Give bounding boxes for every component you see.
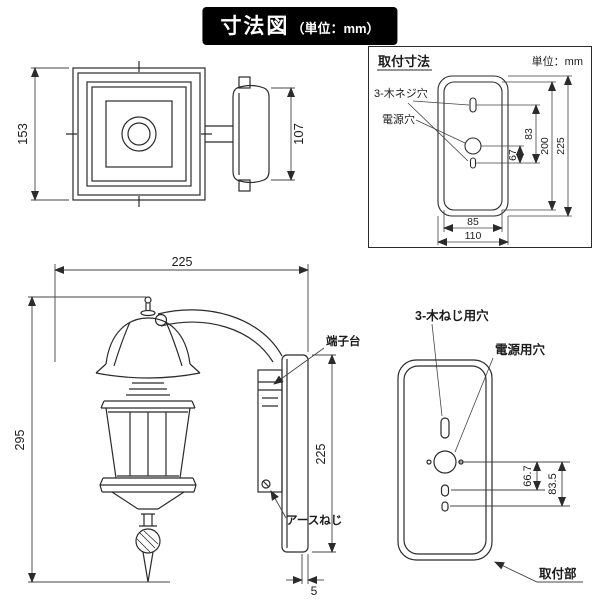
dim-plate-height: 225 — [314, 444, 328, 465]
bottom-cone — [111, 491, 185, 510]
top-view-dimension-lines — [31, 67, 295, 201]
plate-outer-square — [72, 67, 206, 201]
earth-leader-arrow — [270, 490, 287, 519]
dim-inner-height: 200 — [539, 137, 551, 155]
terminal-block-label: 端子台 — [326, 334, 361, 348]
side-view-drawing: 225 295 225 5 端子台 アースねじ — [13, 255, 361, 598]
back-plate — [397, 359, 493, 561]
finial-ball — [135, 528, 161, 554]
side-view-dimension-lines — [28, 264, 336, 584]
earth-screw — [261, 479, 271, 489]
mounting-dims-panel: 取付寸法 単位：mm 3-木ネジ穴 電源穴 — [368, 46, 592, 248]
wall-plate-profile — [232, 84, 270, 184]
dim-power-to-hole2: 83.5 — [547, 473, 559, 494]
top-view-drawing: 153 107 — [15, 61, 305, 207]
title-banner: 寸法図 （単位：mm） — [202, 7, 398, 45]
mount-part-label: 取付部 — [539, 566, 577, 581]
dim-height: 295 — [13, 430, 27, 451]
center-boss-outer — [121, 116, 157, 152]
dim-plate-height: 153 — [15, 123, 30, 145]
mount-part-leader — [494, 561, 583, 583]
roof-dome — [105, 317, 191, 365]
power-hole-label: 電源穴 — [382, 112, 415, 126]
back-screw-hole-1 — [440, 484, 450, 497]
dim-outer-height: 225 — [555, 137, 567, 155]
bottom-screw-slot — [469, 157, 477, 169]
finial-tip — [142, 551, 154, 583]
back-plate-outer — [397, 359, 493, 561]
lantern-side-view — [95, 296, 201, 583]
body-sides — [105, 407, 191, 479]
back-top-screw-slot — [440, 417, 450, 439]
arm-lower-curve — [160, 321, 274, 363]
top-boss — [238, 76, 251, 89]
back-view-drawing: 3-木ねじ用穴 電源用穴 66.7 83.5 取付部 — [397, 308, 583, 583]
shoulder-band — [100, 400, 196, 409]
screw-hole-label: 3-木ネジ穴 — [374, 86, 428, 100]
back-view-leader-lines — [431, 323, 494, 453]
dim-inner-width: 85 — [467, 216, 479, 228]
dim-plate-depth: 5 — [311, 584, 318, 598]
arm-scroll — [154, 313, 168, 327]
panel-dimension-lines — [437, 75, 572, 246]
arm-upper-curve — [157, 309, 283, 357]
top-knob — [144, 296, 152, 304]
bottom-boss — [238, 179, 251, 192]
back-plate-inner — [403, 365, 487, 555]
bottom-rim — [99, 477, 197, 493]
panel-title: 取付寸法 — [378, 54, 430, 69]
arm-plan — [205, 125, 233, 143]
finial-ball-hatch — [136, 530, 159, 553]
glass-panel-edges — [129, 412, 167, 476]
page-title-unit: （単位：mm） — [291, 21, 380, 36]
back-screw-hole-label: 3-木ねじ用穴 — [415, 308, 489, 323]
dim-hole-span: 83 — [523, 128, 535, 140]
dim-bracket-height: 107 — [291, 123, 305, 145]
dim-width: 225 — [172, 255, 193, 269]
dim-power-to-hole1: 66.7 — [522, 465, 534, 486]
center-boss-inner — [127, 122, 151, 146]
roof-ribs — [113, 321, 183, 367]
arm-and-wall-mount — [154, 309, 309, 553]
earth-screw-label: アースねじ — [286, 514, 342, 527]
ceiling-plate-plan — [66, 61, 270, 207]
roof-skirt — [95, 372, 201, 379]
panel-unit: 単位：mm — [532, 54, 583, 68]
back-view-dimension-lines — [450, 461, 583, 583]
page-title: 寸法図 — [220, 15, 290, 38]
centerline-ticks — [66, 61, 212, 207]
terminal-housing — [257, 369, 283, 493]
dim-hole-gap: 67 — [507, 149, 519, 161]
neck-rings — [126, 382, 170, 396]
back-power-hole — [433, 450, 457, 474]
back-screw-hole-2 — [441, 501, 449, 512]
panel-leader-lines — [407, 100, 470, 162]
back-power-hole-label: 電源用穴 — [495, 342, 546, 357]
dim-outer-width: 110 — [465, 230, 482, 242]
finial-stem — [138, 508, 158, 527]
terminal-leader-arrow — [273, 347, 325, 385]
